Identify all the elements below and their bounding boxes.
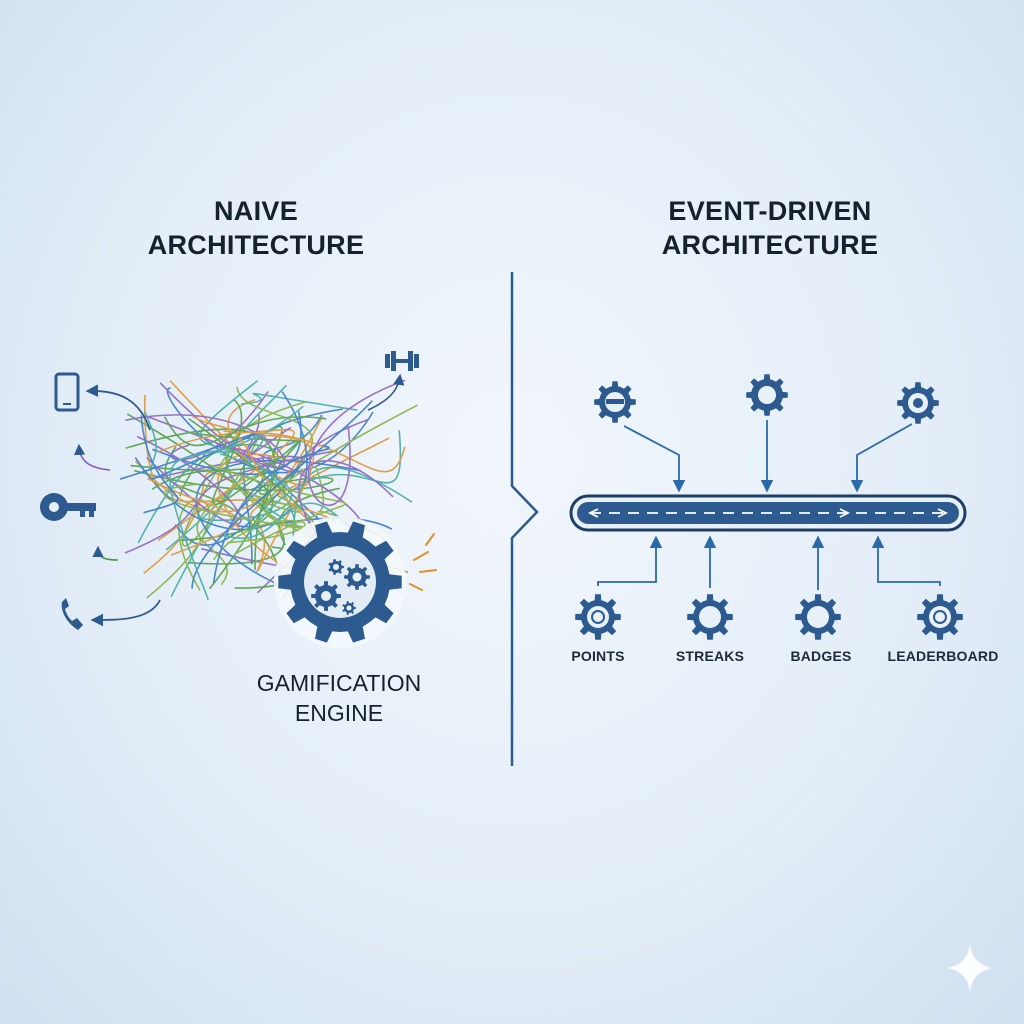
tangle-wire [192,415,262,478]
streaks-gear-icon [687,594,733,640]
consumer-label-streaks: STREAKS [675,648,745,664]
divider-line [510,272,539,766]
tangle-wire [166,387,374,474]
tangle-wire [163,483,332,534]
engine-label-line2: ENGINE [294,700,384,726]
tangle-wire [158,431,406,473]
sparkle-star-icon [948,944,992,992]
key-icon [40,493,96,521]
dumbbell-icon [385,351,419,371]
tangle-wire [212,444,330,584]
tangle-wire [147,477,238,556]
tangle-wire [134,469,334,492]
engine-inner-gear-1 [311,581,341,611]
tangle-wire [257,434,315,571]
tangle-wire [210,464,346,555]
naive-title-line1: NAIVE [213,196,299,226]
tangle-wire [212,399,308,506]
tangle-wire [174,466,301,547]
event-driven-title-line1: EVENT-DRIVEN [668,196,872,226]
naive-architecture-title: NAIVE ARCHITECTURE [96,194,416,262]
tangle-wire [240,392,358,411]
gamification-engine-label: GAMIFICATION ENGINE [226,668,452,728]
consumer-points-arrow [597,535,663,586]
gamification-engine-gear-icon [274,516,406,648]
event-driven-title-line2: ARCHITECTURE [661,230,879,260]
mobile-phone-icon [54,372,80,412]
consumer-label-points: POINTS [571,648,625,664]
tangle-wire [170,390,269,461]
arrow-up-left [73,443,111,471]
arrow-to-phone [85,384,151,431]
tangle-wire [124,449,338,554]
tangle-wire [238,414,292,463]
tangle-wire [140,415,179,514]
engine-inner-gear-4 [342,601,356,615]
consumer-label-badges: BADGES [790,648,852,664]
arrow-up-left-2 [92,545,119,561]
tangle-wire [250,437,390,573]
phone-icon [61,598,83,630]
tangle-wire [247,430,402,535]
tangle-wire [163,416,327,447]
spark-lines [409,533,437,591]
tangle-wire [307,379,406,506]
producer-1-arrow [623,425,686,493]
event-bus [569,494,967,532]
naive-title-line2: ARCHITECTURE [147,230,365,260]
event-driven-architecture-title: EVENT-DRIVEN ARCHITECTURE [610,194,930,262]
engine-inner-gear-3 [328,559,344,575]
producer-3-arrow [850,423,913,493]
tangle-wire [169,405,304,600]
leaderboard-gear-icon [917,594,963,640]
tangle-wire [151,469,274,541]
tangle-wire [164,446,283,580]
engine-label-line1: GAMIFICATION [256,670,422,696]
tangle-wire [126,413,285,565]
engine-inner-gear-2 [344,564,370,590]
tangle-wire [242,492,302,513]
consumer-leaderboard-arrow [871,535,941,586]
arrow-to-call [90,599,161,627]
tangle-wire [119,431,260,481]
points-gear-icon [575,594,621,640]
producer-gear-icon [594,381,636,423]
tangle-wire [191,400,373,589]
tangle-wire [125,382,286,469]
tangled-connections [119,379,418,600]
tangle-wire [137,434,267,544]
tangle-wire [226,384,327,543]
arrow-to-dumbbell [367,373,405,411]
producer-gear-icon [746,374,788,416]
badges-gear-icon [795,594,841,640]
consumer-label-leaderboard: LEADERBOARD [887,648,999,664]
producer-gear-icon [897,382,939,424]
tangle-wire [143,411,157,471]
